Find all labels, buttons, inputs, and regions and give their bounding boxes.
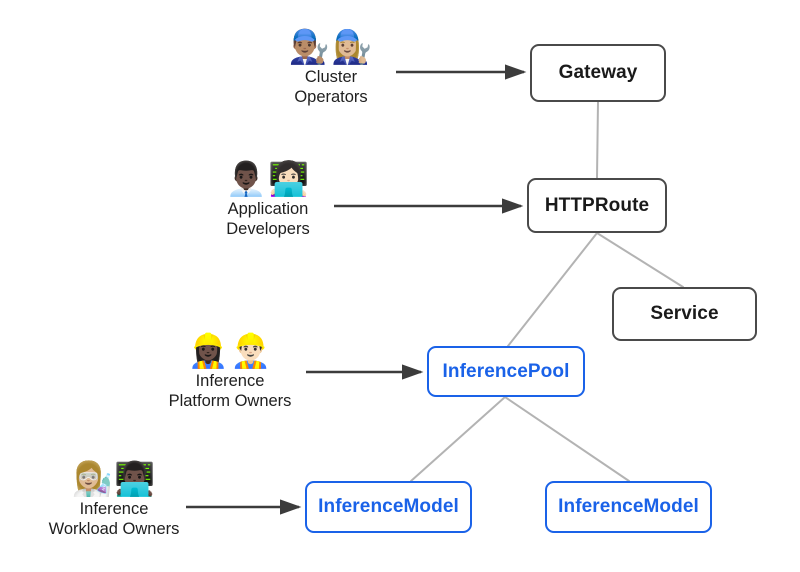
persona-inference-workload-owners: 👩🏼‍🔬👨🏿‍💻 Inference Workload Owners	[24, 460, 204, 540]
node-httproute[interactable]: HTTPRoute	[527, 178, 667, 233]
persona-inference-platform-owners: 👷🏿‍♀️👷🏻‍♂️ Inference Platform Owners	[148, 332, 312, 412]
persona-cluster-operators: 👨🏽‍🔧👩🏼‍🔧 Cluster Operators	[256, 28, 406, 108]
mechanics-icon: 👨🏽‍🔧👩🏼‍🔧	[288, 28, 374, 65]
persona-application-developers: 👨🏿‍💼👩🏻‍💻 Application Developers	[193, 160, 343, 240]
persona-label-inference-workload-owners: Inference Workload Owners	[48, 499, 180, 539]
node-inferencemodel-1[interactable]: InferenceModel	[305, 481, 472, 533]
construction-workers-icon: 👷🏿‍♀️👷🏻‍♂️	[187, 332, 273, 369]
node-gateway[interactable]: Gateway	[530, 44, 666, 102]
edge-httproute-inferencepool	[507, 232, 598, 347]
node-inferencemodel-2[interactable]: InferenceModel	[545, 481, 712, 533]
edge-gateway-httproute	[596, 101, 599, 179]
edge-inferencepool-inferencemodel-1	[410, 396, 506, 482]
scientist-technologist-icon: 👩🏼‍🔬👨🏿‍💻	[71, 460, 157, 497]
node-service[interactable]: Service	[612, 287, 757, 341]
edge-httproute-service	[596, 232, 684, 288]
persona-label-cluster-operators: Cluster Operators	[294, 67, 368, 107]
edge-inferencepool-inferencemodel-2	[504, 396, 630, 482]
office-worker-technologist-icon: 👨🏿‍💼👩🏻‍💻	[225, 160, 311, 197]
persona-label-inference-platform-owners: Inference Platform Owners	[168, 371, 292, 411]
persona-label-application-developers: Application Developers	[226, 199, 310, 239]
node-inferencepool[interactable]: InferencePool	[427, 346, 585, 397]
